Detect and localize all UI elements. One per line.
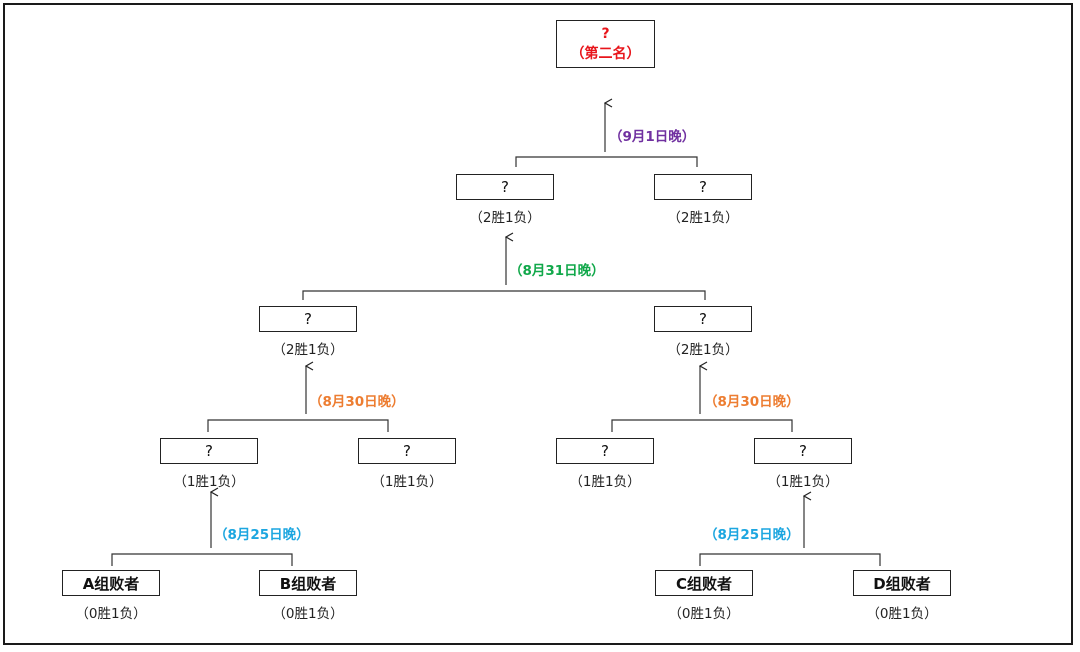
record-l2-2: （1胜1负） (371, 474, 443, 490)
match-node-l4-1: ? (456, 174, 554, 200)
match-node-l2-2: ? (358, 438, 456, 464)
bracket-l2-right (611, 419, 793, 432)
record-l3-1: （2胜1负） (272, 342, 344, 358)
match-node-l2-1: ? (160, 438, 258, 464)
record-team-c: （0胜1负） (668, 606, 740, 622)
record-team-a: （0胜1负） (75, 606, 147, 622)
bracket-l2-left (207, 419, 389, 432)
record-team-b: （0胜1负） (272, 606, 344, 622)
team-node-c: C组败者 (655, 570, 753, 596)
final-node-name: ? (601, 26, 610, 42)
round-date-aug30-right: （8月30日晚） (704, 394, 800, 410)
final-node-label: （第二名） (570, 46, 641, 62)
match-node-l2-4: ? (754, 438, 852, 464)
record-team-d: （0胜1负） (866, 606, 938, 622)
bracket-ab (111, 553, 293, 566)
match-node-l3-1: ? (259, 306, 357, 332)
bracket-l3 (302, 290, 706, 300)
match-node-l3-2: ? (654, 306, 752, 332)
team-node-d: D组败者 (853, 570, 951, 596)
team-node-b: B组败者 (259, 570, 357, 596)
record-l3-2: （2胜1负） (667, 342, 739, 358)
match-node-l4-2: ? (654, 174, 752, 200)
record-l4-1: （2胜1负） (469, 210, 541, 226)
round-date-aug25-left: （8月25日晚） (214, 527, 310, 543)
bracket-l4 (515, 156, 698, 167)
match-node-l2-3: ? (556, 438, 654, 464)
team-node-a: A组败者 (62, 570, 160, 596)
record-l4-2: （2胜1负） (667, 210, 739, 226)
round-date-aug31: （8月31日晚） (509, 263, 605, 279)
record-l2-3: （1胜1负） (569, 474, 641, 490)
round-date-aug25-right: （8月25日晚） (704, 527, 800, 543)
diagram-frame (3, 3, 1073, 645)
record-l2-1: （1胜1负） (173, 474, 245, 490)
final-node: ? （第二名） (556, 20, 655, 68)
round-date-sep1: （9月1日晚） (609, 129, 696, 145)
round-date-aug30-left: （8月30日晚） (309, 394, 405, 410)
record-l2-4: （1胜1负） (767, 474, 839, 490)
bracket-cd (699, 553, 881, 566)
